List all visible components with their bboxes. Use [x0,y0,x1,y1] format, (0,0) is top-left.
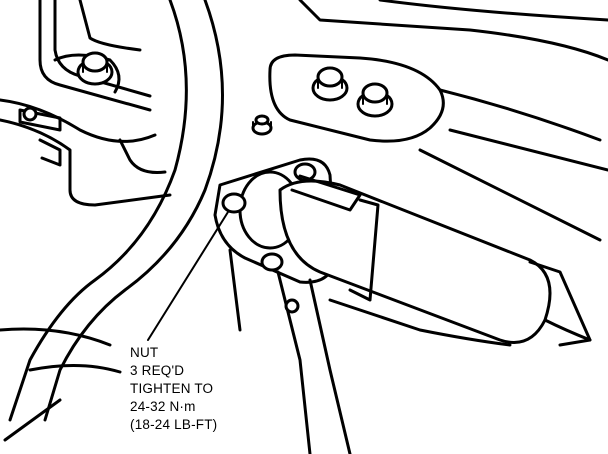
bolt-bracket-right [356,82,394,118]
callout-line-4: 24-32 N·m [130,399,196,414]
frame-tube-left [0,0,224,422]
callout-line-1: NUT [130,345,159,360]
clamp-left [18,106,62,167]
bolt-upper-left [76,51,114,86]
flange-nut-bottom [260,252,284,272]
exhaust-pipe [278,174,592,347]
underbody-lower-left [0,248,242,442]
lower-bracket [276,270,512,454]
callout-leader [147,211,229,341]
bolt-small-center [251,114,273,136]
callout-label: NUT 3 REQ'D TIGHTEN TO 24-32 N·m (18-24 … [130,344,280,434]
bolt-bracket-left [311,66,349,102]
flange-nut-left [221,192,247,214]
callout-line-3: TIGHTEN TO [130,381,214,396]
callout-line-5: (18-24 LB-FT) [130,417,218,432]
callout-line-2: 3 REQ'D [130,363,185,378]
bracket-upper-right [268,0,608,242]
